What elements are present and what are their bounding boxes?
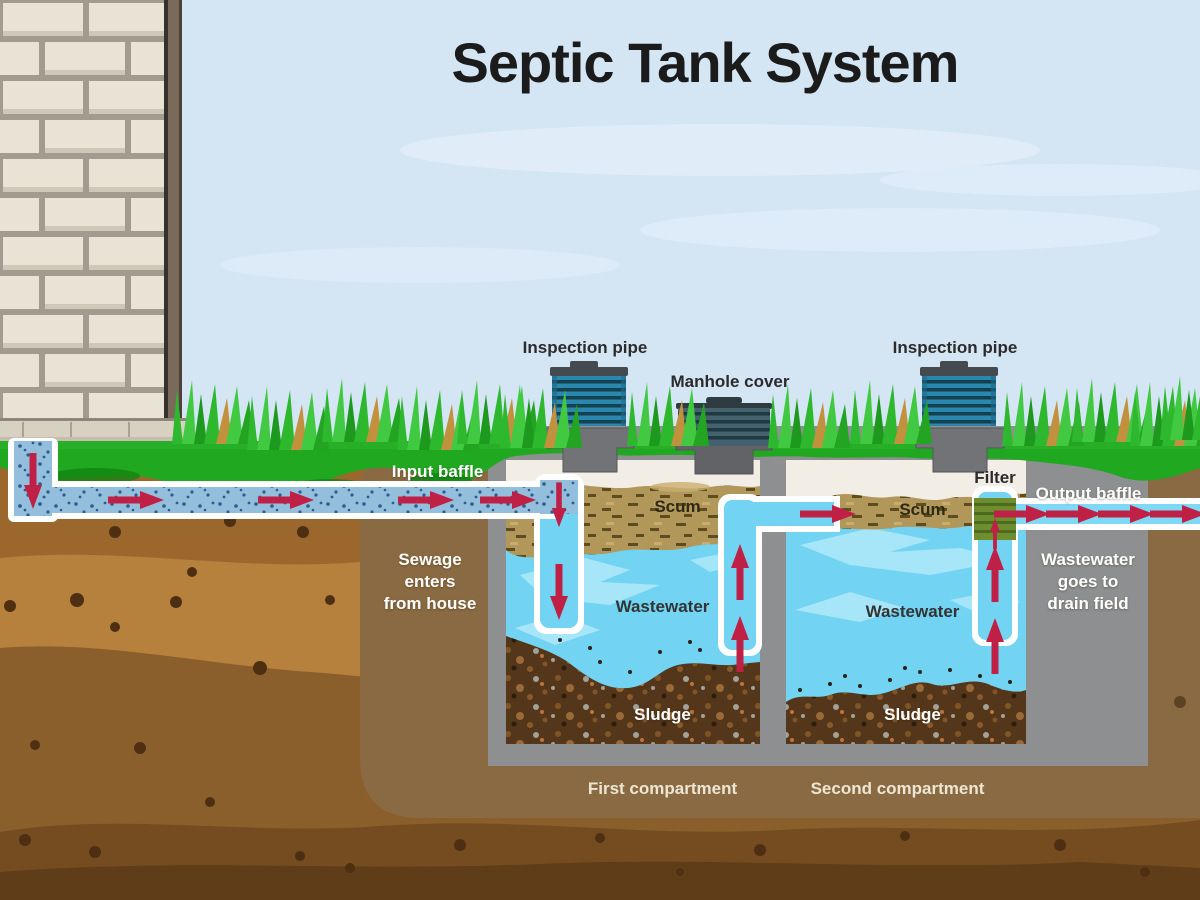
label-scum-first: Scum (654, 497, 701, 516)
label-sewage-enters: Sewage enters from house (383, 550, 477, 614)
page-title: Septic Tank System (451, 31, 960, 94)
label-scum-second: Scum (899, 500, 946, 519)
label-drain-field: Wastewater goes to drain field (1041, 550, 1135, 614)
scum-layer-second (786, 493, 1026, 532)
label-filter: Filter (974, 468, 1016, 487)
label-inspection-pipe-left: Inspection pipe (522, 338, 648, 357)
house-wall (0, 0, 192, 457)
label-second-compartment: Second compartment (810, 779, 985, 798)
label-output-baffle: Output baffle (1035, 484, 1142, 503)
sludge-layer-second (786, 666, 1026, 744)
label-sludge-first: Sludge (634, 705, 691, 724)
label-inspection-pipe-right: Inspection pipe (892, 338, 1018, 357)
label-sludge-second: Sludge (884, 705, 941, 724)
label-wastewater-first: Wastewater (615, 597, 710, 616)
label-input-baffle: Input baffle (391, 462, 484, 481)
label-first-compartment: First compartment (587, 779, 738, 798)
inspection-pipe-right-graphic (920, 361, 998, 426)
label-wastewater-second: Wastewater (865, 602, 960, 621)
label-manhole-cover: Manhole cover (670, 372, 790, 391)
sludge-layer-first (506, 626, 760, 744)
